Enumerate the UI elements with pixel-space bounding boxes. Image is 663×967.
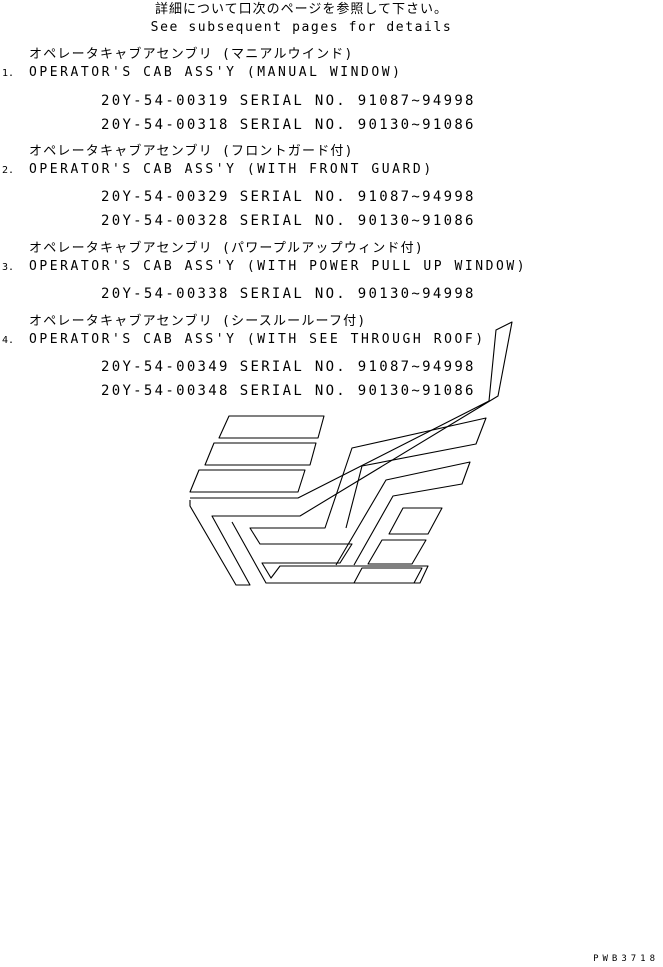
item-4-number: 4. [2,335,15,346]
part-row: 20Y-54-00329 SERIAL NO. 91087~94998 [101,188,476,206]
part-row: 20Y-54-00348 SERIAL NO. 90130~91086 [101,382,476,400]
part-number: 20Y-54-00319 [101,93,230,109]
item-1-number: 1. [2,68,15,79]
page-header: 詳細について口次のページを参照して下さい。 See subsequent pag… [0,0,603,37]
logo-swoosh [335,461,471,566]
item-2-english-title: OPERATOR'S CAB ASS'Y (WITH FRONT GUARD) [29,162,434,177]
serial-range: SERIAL NO. 90130~91086 [239,213,476,229]
item-3-number: 3. [2,262,15,273]
serial-range: SERIAL NO. 90130~91086 [239,117,476,133]
logo-bar [367,539,427,565]
item-1-japanese-title: オペレータキャブアセンブリ (マニアルウインド) [29,47,354,62]
logo-swoosh [189,321,513,586]
item-2-japanese-title: オペレータキャブアセンブリ (フロントガード付) [29,144,354,159]
item-2-number: 2. [2,165,15,176]
logo-bar [204,442,317,466]
part-row: 20Y-54-00349 SERIAL NO. 91087~94998 [101,358,476,376]
part-number: 20Y-54-00329 [101,189,230,205]
logo-swoosh [231,417,487,584]
part-number: 20Y-54-00348 [101,383,230,399]
item-1-english-title: OPERATOR'S CAB ASS'Y (MANUAL WINDOW) [29,65,403,80]
item-3-japanese-title: オペレータキャブアセンブリ (パワープルアップウィンド付) [29,241,424,256]
header-japanese-note: 詳細について口次のページを参照して下さい。 [155,2,448,17]
part-row: 20Y-54-00319 SERIAL NO. 91087~94998 [101,92,476,110]
serial-range: SERIAL NO. 91087~94998 [239,189,476,205]
serial-range: SERIAL NO. 90130~94998 [239,286,476,302]
item-3-english-title: OPERATOR'S CAB ASS'Y (WITH POWER PULL UP… [29,259,528,274]
part-row: 20Y-54-00328 SERIAL NO. 90130~91086 [101,212,476,230]
logo-bar [353,567,423,584]
part-row: 20Y-54-00318 SERIAL NO. 90130~91086 [101,116,476,134]
page-code: PWB3718 [593,954,659,964]
item-4-japanese-title: オペレータキャブアセンブリ (シースルールーフ付) [29,314,367,329]
part-number: 20Y-54-00328 [101,213,230,229]
serial-range: SERIAL NO. 91087~94998 [239,359,476,375]
wing-logo-icon [189,321,513,586]
part-row: 20Y-54-00338 SERIAL NO. 90130~94998 [101,285,476,303]
serial-range: SERIAL NO. 91087~94998 [239,93,476,109]
part-number: 20Y-54-00338 [101,286,230,302]
header-english-note: See subsequent pages for details [150,20,453,35]
logo-bar [218,415,325,439]
logo-bar [189,469,306,493]
logo-bar [388,507,443,535]
item-4-english-title: OPERATOR'S CAB ASS'Y (WITH SEE THROUGH R… [29,332,486,347]
serial-range: SERIAL NO. 90130~91086 [239,383,476,399]
part-number: 20Y-54-00318 [101,117,230,133]
part-number: 20Y-54-00349 [101,359,230,375]
